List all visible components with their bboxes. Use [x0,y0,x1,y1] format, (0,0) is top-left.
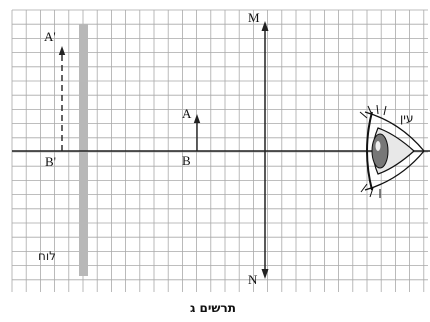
board-label: לוח [38,249,56,263]
lens-arrow-bottom-icon [261,269,269,279]
figure-caption: תרשים ג [190,301,236,315]
point-label-m: M [248,10,260,25]
object-arrowhead-icon [193,114,201,123]
lens-arrow-top-icon [261,21,269,31]
board [79,24,88,276]
point-label-a-prime: A' [44,29,56,44]
point-label-b-prime: B' [45,154,56,169]
eye-icon [359,104,425,198]
point-label-b: B [182,153,191,168]
eye-label: עין [400,111,413,125]
image-arrowhead-icon [58,46,66,55]
point-label-a: A [182,106,192,121]
point-label-n: N [248,272,258,287]
